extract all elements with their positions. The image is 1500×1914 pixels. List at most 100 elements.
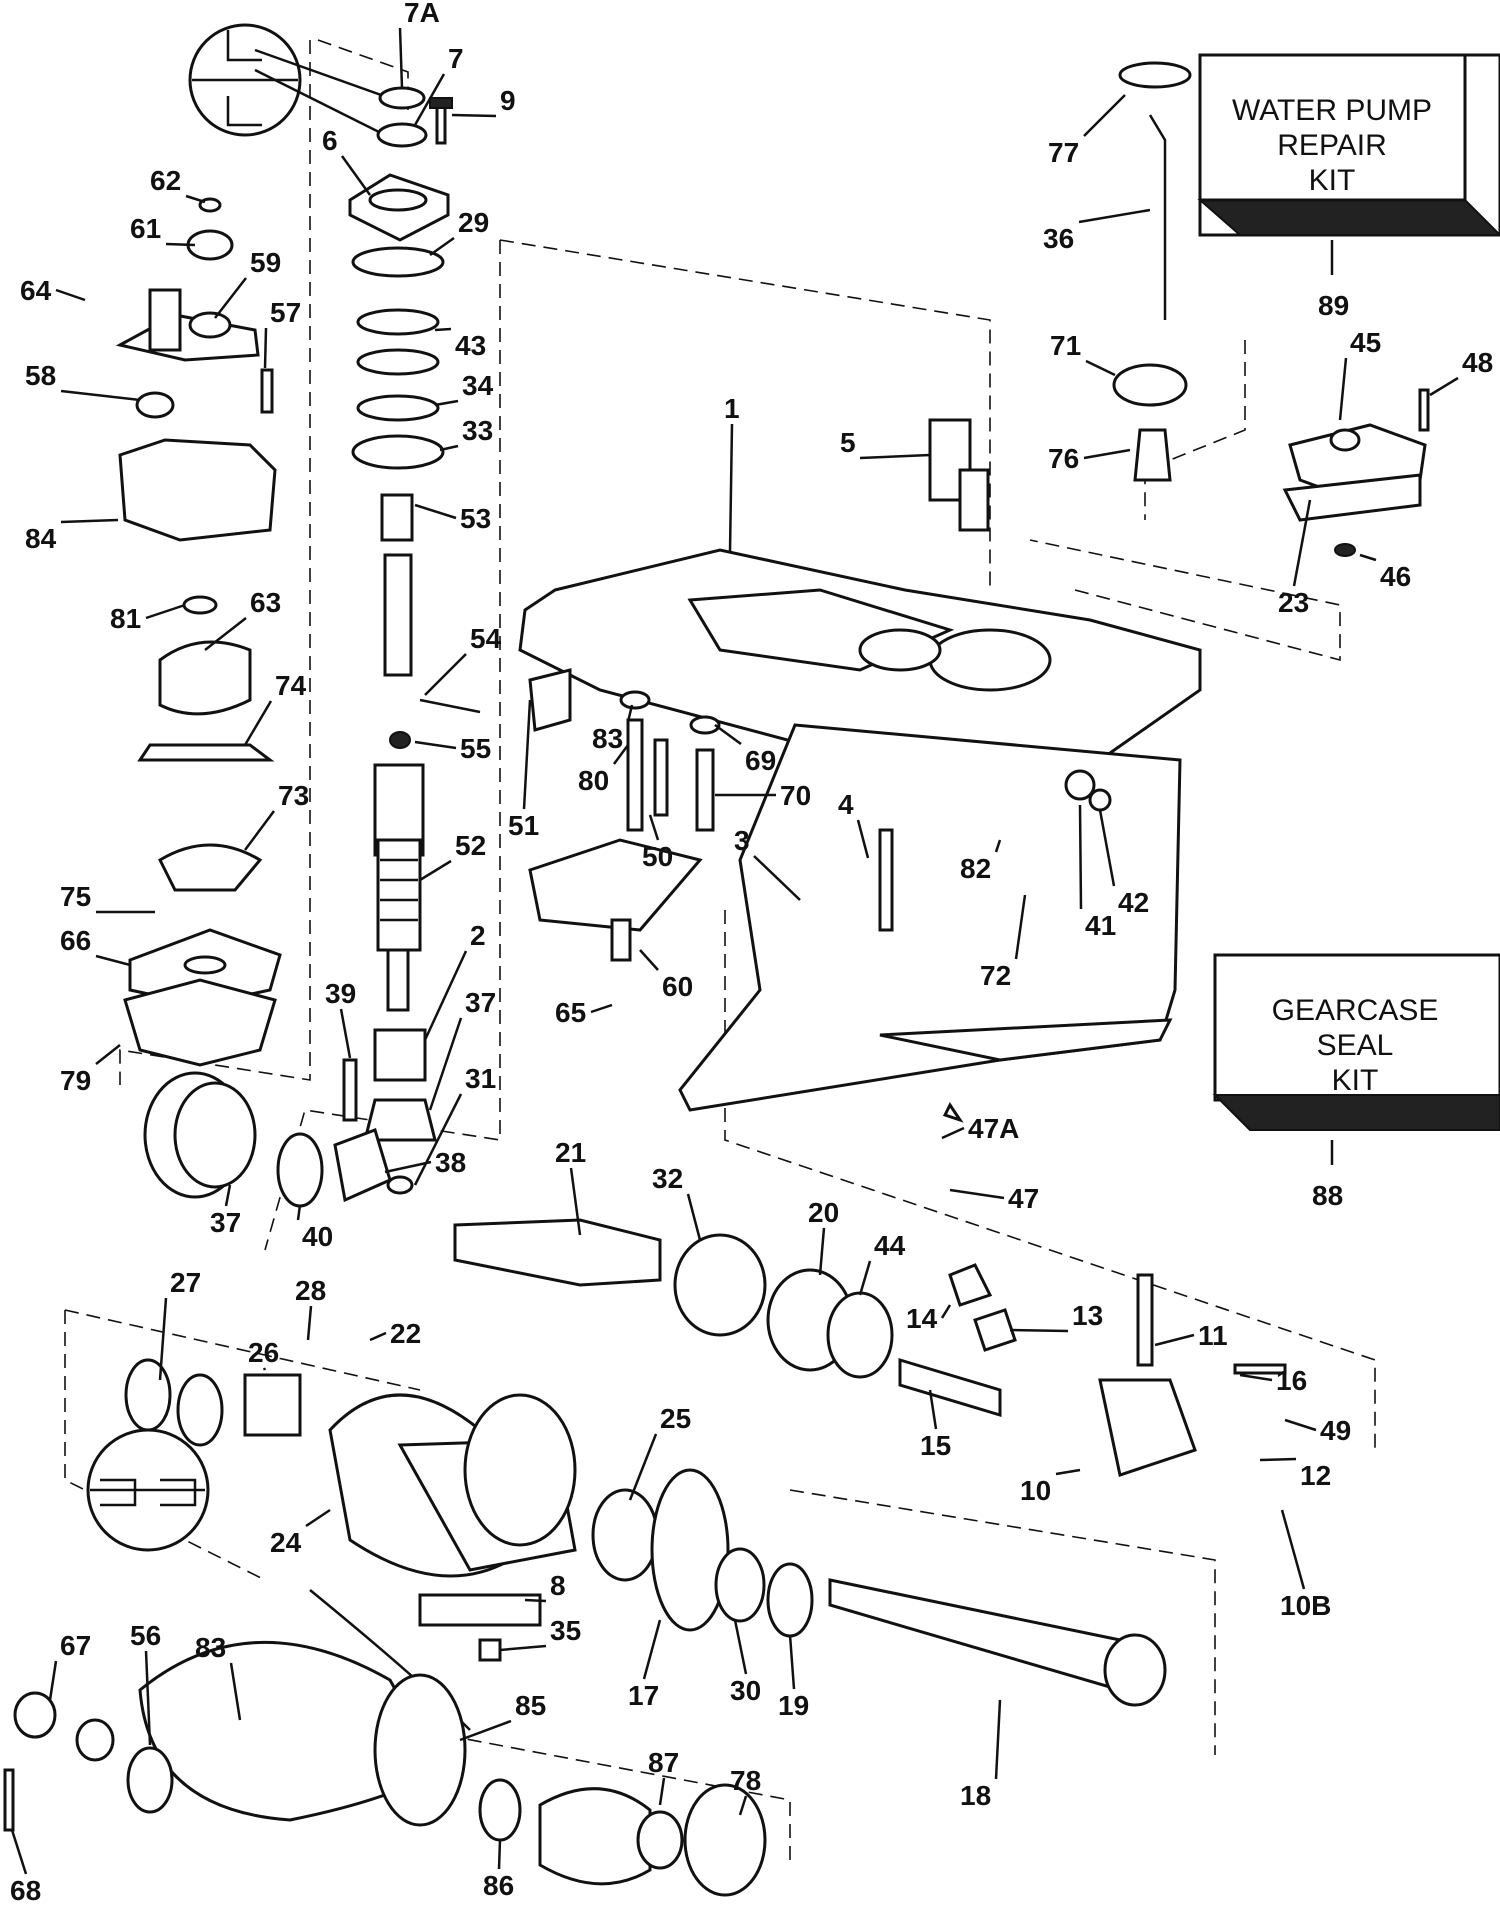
callout-leader-line	[1098, 809, 1116, 887]
callout-37a: 37	[428, 987, 496, 1111]
callout-47A: 47A	[941, 1113, 1019, 1144]
callout-leader-line	[10, 1829, 28, 1875]
callout-number: 40	[302, 1221, 333, 1252]
callout-number: 77	[1048, 137, 1079, 168]
callout-79: 79	[60, 1044, 121, 1096]
callout-leader-line	[1429, 376, 1459, 397]
callout-63: 63	[204, 587, 281, 651]
callout-leader-line	[994, 839, 1002, 853]
callout-leader-line	[459, 1719, 512, 1742]
callout-number: 84	[25, 523, 57, 554]
callout-leader-line	[214, 277, 247, 319]
callout-28: 28	[295, 1275, 326, 1341]
callout-17: 17	[628, 1619, 662, 1711]
callout-leader-line	[204, 617, 247, 651]
callout-number: 31	[465, 1063, 496, 1094]
callout-44: 44	[858, 1230, 906, 1296]
callout-48: 48	[1429, 347, 1493, 397]
callout-leader-line	[158, 1297, 168, 1381]
callout-number: 69	[745, 745, 776, 776]
callout-30: 30	[730, 1619, 761, 1706]
callout-number: 73	[278, 780, 309, 811]
callout-number: 67	[60, 1630, 91, 1661]
callout-leader-line	[384, 1160, 432, 1174]
callout-number: 45	[1350, 327, 1381, 358]
callout-52: 52	[419, 830, 486, 882]
callout-number: 46	[1380, 561, 1411, 592]
callout-21: 21	[555, 1137, 586, 1236]
callout-leader-line	[738, 1795, 748, 1816]
callout-11: 11	[1154, 1320, 1228, 1351]
callout-number: 3	[734, 825, 750, 856]
callout-leader-line	[296, 1204, 302, 1221]
callout-14: 14	[906, 1303, 952, 1334]
callout-leader-line	[1078, 208, 1151, 224]
callout-29: 29	[429, 207, 489, 257]
callout-number: 1	[724, 393, 740, 424]
callout-number: 34	[462, 370, 494, 401]
callout-55: 55	[414, 733, 491, 764]
callout-leader-line	[818, 1227, 826, 1276]
callout-number: 11	[1198, 1320, 1228, 1351]
callout-36: 36	[1043, 208, 1151, 254]
callout-leader-line	[243, 810, 276, 851]
callout-number: 7	[448, 43, 464, 74]
callout-number: 83	[592, 723, 623, 754]
callout-3: 3	[734, 825, 801, 901]
callout-35: 35	[499, 1615, 581, 1652]
callout-leader-line	[428, 1017, 463, 1111]
callout-number: 10B	[1280, 1590, 1331, 1621]
callout-78: 78	[730, 1765, 761, 1816]
callout-number: 72	[980, 960, 1011, 991]
callout-number: 82	[960, 853, 991, 884]
callout-leader-line	[648, 814, 660, 841]
callout-leader-line	[60, 518, 119, 524]
callout-leader-line	[1359, 553, 1377, 562]
callout-leader-line	[451, 113, 497, 118]
callout-leader-line	[928, 1389, 938, 1430]
callout-leader-line	[1083, 448, 1131, 460]
callout-leader-line	[55, 288, 86, 302]
water-pump-kit-line-3: KIT	[1309, 164, 1356, 197]
callout-number: 2	[470, 920, 486, 951]
callout-23: 23	[1278, 499, 1312, 618]
callout-number: 70	[780, 780, 811, 811]
callout-16: 16	[1239, 1365, 1307, 1396]
callout-19: 19	[778, 1634, 809, 1721]
callout-number: 5	[840, 427, 856, 458]
callout-leader-line	[263, 327, 268, 369]
callout-81: 81	[110, 603, 186, 634]
callout-number: 86	[483, 1870, 514, 1901]
callout-33: 33	[439, 415, 493, 452]
callout-leader-line	[686, 1193, 702, 1241]
callout-75: 75	[60, 881, 155, 914]
callout-leader-line	[524, 1598, 547, 1603]
callout-67: 67	[48, 1630, 91, 1701]
callout-number: 60	[662, 971, 693, 1002]
callout-leader-line	[949, 1188, 1005, 1200]
callout-61: 61	[130, 213, 196, 247]
callout-49: 49	[1284, 1415, 1351, 1446]
callout-58: 58	[25, 360, 141, 402]
callout-60: 60	[639, 949, 693, 1002]
callout-40: 40	[296, 1204, 333, 1252]
callout-leader-line	[398, 27, 404, 89]
callout-leader-line	[429, 236, 455, 257]
callout-number: 27	[170, 1267, 201, 1298]
callout-number: 6	[322, 125, 338, 156]
callout-number: 79	[60, 1065, 91, 1096]
callout-70: 70	[715, 780, 811, 811]
callout-number: 81	[110, 603, 141, 634]
callout-54: 54	[424, 623, 502, 696]
water-pump-kit-line-1: WATER PUMP	[1232, 94, 1432, 127]
callout-25: 25	[628, 1403, 691, 1501]
callout-13: 13	[1009, 1300, 1103, 1333]
callout-leader-line	[48, 1660, 58, 1701]
callout-34: 34	[434, 370, 494, 407]
callout-15: 15	[920, 1389, 951, 1461]
callout-leader-line	[753, 855, 801, 901]
callout-10B: 10B	[1280, 1509, 1331, 1621]
callout-leader-line	[1009, 1328, 1069, 1333]
callout-leader-line	[858, 1260, 872, 1296]
callout-number: 16	[1276, 1365, 1307, 1396]
